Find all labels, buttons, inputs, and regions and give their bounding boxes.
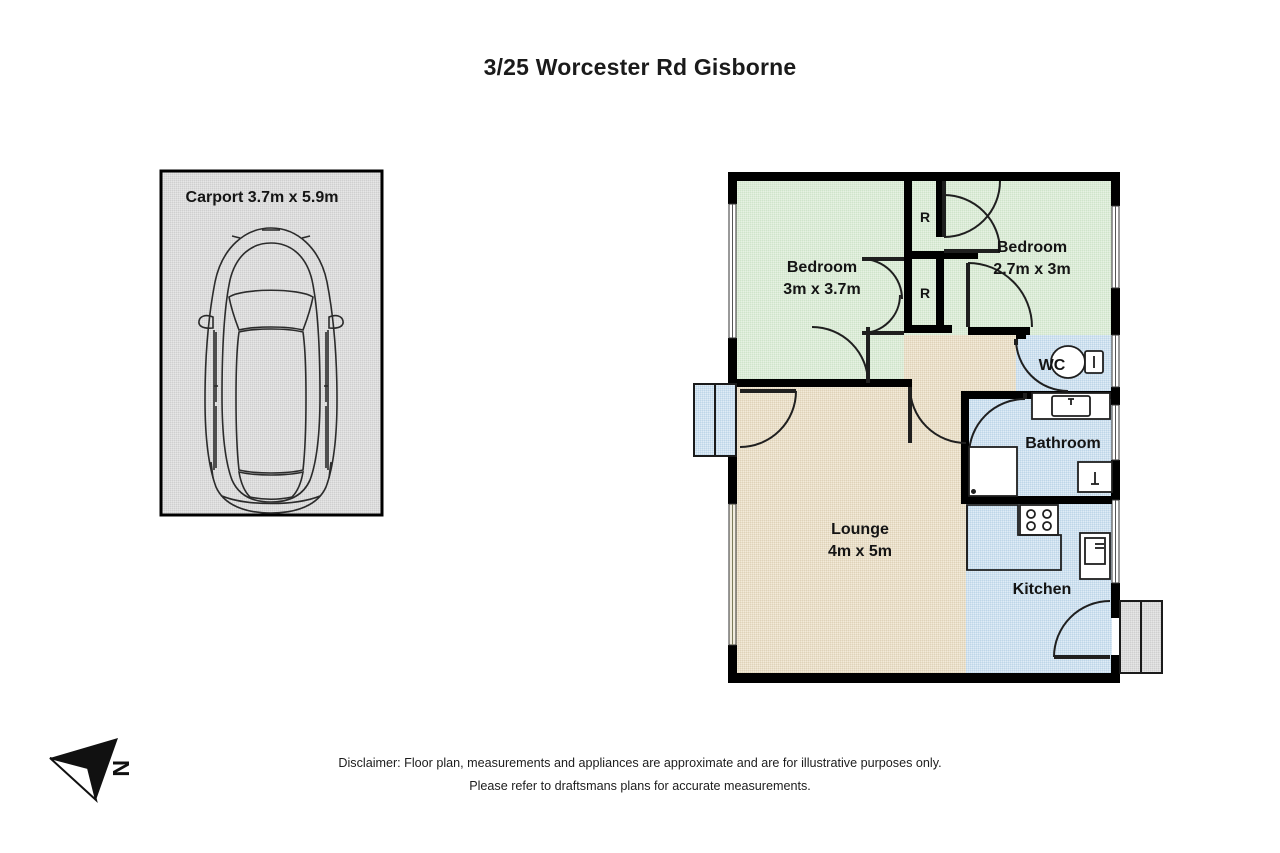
wall-exterior-right-seg4 (1111, 460, 1120, 500)
room-label-bathroom: Bathroom (1025, 435, 1101, 452)
north-label: N (108, 760, 134, 777)
wall-exterior-bottom (728, 673, 1120, 683)
main-floorplan-group: Bedroom 3m x 3.7m Bedroom 2.7m x 3m Loun… (693, 172, 1163, 683)
window-left-lounge (728, 503, 737, 646)
kitchen-bench-icon (966, 504, 1062, 571)
wall-robe-divider (904, 251, 952, 259)
bathtub-icon (1077, 461, 1113, 493)
room-label-bedroom-second-name: Bedroom (997, 239, 1067, 256)
robe-label-upper: R (920, 209, 930, 225)
wall-exterior-right-seg1 (1111, 172, 1120, 206)
wall-exterior-right-seg5 (1111, 583, 1120, 618)
disclaimer-line-2: Please refer to draftsmans plans for acc… (469, 779, 811, 793)
porch-right-entry (1119, 600, 1163, 674)
kitchen-sink-icon (1079, 532, 1111, 580)
wall-bedroom-main-bottom (736, 379, 904, 387)
carport-group: Carport 3.7m x 5.9m (159, 169, 384, 517)
wall-bathroom-bottom (961, 496, 1073, 504)
window-right-wc (1111, 334, 1120, 388)
car-top-view-icon (198, 227, 344, 514)
robe-label-lower: R (920, 285, 930, 301)
window-left-bedroom (728, 203, 737, 339)
wall-exterior-top (728, 172, 1120, 181)
wall-exterior-right-seg3 (1111, 387, 1120, 405)
vanity-basin-icon (1031, 392, 1111, 420)
wall-bathroom-left (961, 391, 969, 504)
disclaimer-line-1: Disclaimer: Floor plan, measurements and… (338, 756, 942, 770)
room-fill-lounge (736, 383, 966, 673)
wall-hall-jamb-left (898, 379, 912, 387)
wall-bedroom2-head (944, 251, 978, 259)
disclaimer: Disclaimer: Floor plan, measurements and… (0, 752, 1280, 798)
toilet-icon (1050, 345, 1104, 379)
room-label-bedroom-main-dims: 3m x 3.7m (783, 281, 860, 298)
wall-bedroom2-bottom (968, 327, 1030, 335)
wall-exterior-right-seg6 (1111, 655, 1120, 683)
room-label-bedroom-second-dims: 2.7m x 3m (993, 261, 1070, 278)
room-label-lounge-dims: 4m x 5m (828, 543, 892, 560)
window-right-bedroom (1111, 205, 1120, 289)
north-arrow-icon: N (49, 738, 134, 803)
porch-left-entry (693, 383, 737, 457)
door-swing-group (739, 180, 1111, 659)
wall-exterior-left-seg2 (728, 338, 737, 396)
wall-exterior-left-seg1 (728, 172, 737, 204)
page-title: 3/25 Worcester Rd Gisborne (483, 54, 797, 80)
carport-outline (159, 169, 384, 517)
wall-exterior-left-seg3 (728, 444, 737, 504)
wall-wc-left-nub (1016, 333, 1026, 339)
room-label-kitchen: Kitchen (1013, 581, 1072, 598)
fixtures-group (966, 345, 1113, 580)
window-right-bathroom (1111, 404, 1120, 461)
wall-robe-upper-right (936, 181, 944, 237)
room-label-bedroom-main-name: Bedroom (787, 259, 857, 276)
room-label-lounge-name: Lounge (831, 521, 889, 538)
room-label-wc: WC (1039, 357, 1066, 374)
room-fill-bedroom-main (736, 180, 904, 383)
window-right-kitchen (1111, 499, 1120, 584)
wall-bathroom-bottom-right (1073, 496, 1112, 504)
shower-icon (968, 446, 1018, 497)
carport-label: Carport 3.7m x 5.9m (186, 189, 339, 206)
wall-exterior-left-seg4 (728, 645, 737, 683)
cooktop-icon (1019, 504, 1059, 536)
wall-exterior-right-seg2 (1111, 288, 1120, 335)
room-fill-hallway-overlay (904, 335, 1016, 397)
wall-robe-lower-right (936, 259, 944, 333)
wall-robe-lower-bottom (904, 325, 952, 333)
